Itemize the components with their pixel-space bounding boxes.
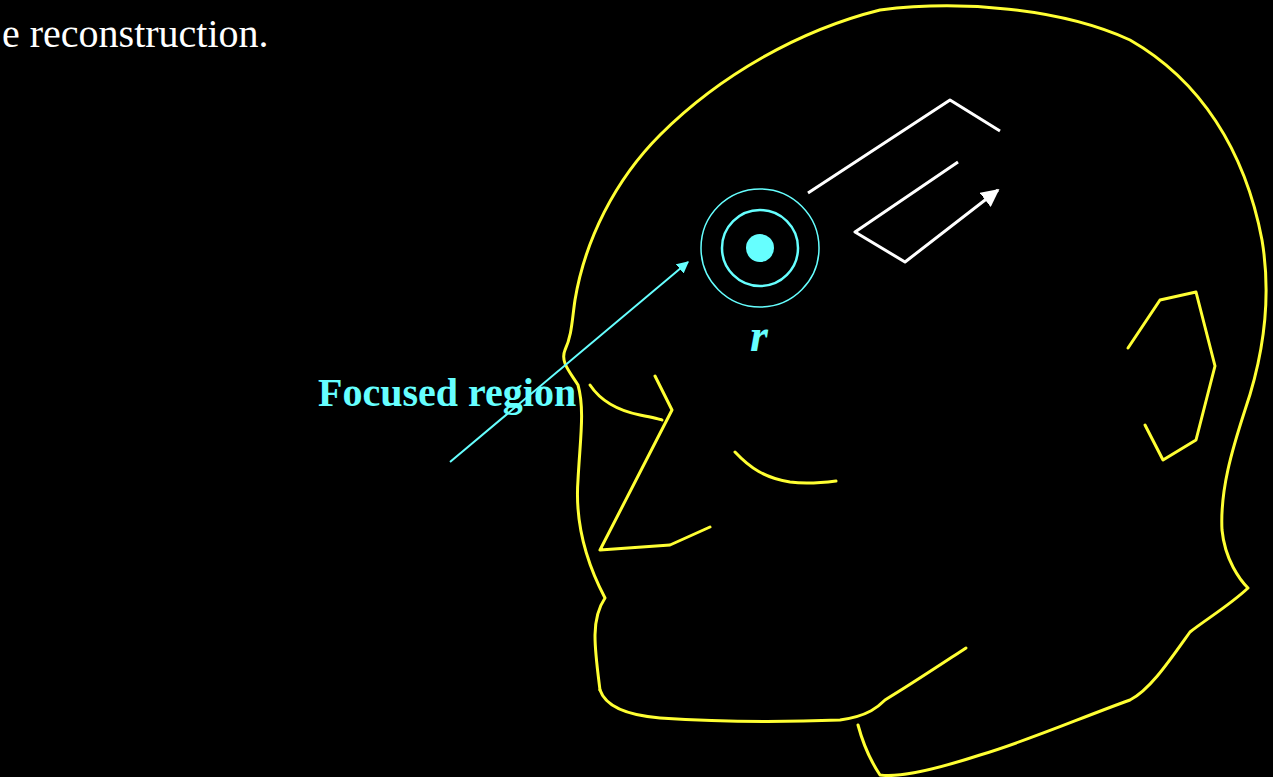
head-outline [564,6,1266,776]
focused-region-symbol [701,189,819,307]
leader-line [450,262,688,462]
region-label: Focused region [318,373,576,413]
position-symbol: r [750,313,768,359]
outer-ring [701,189,819,307]
ear-line [1128,292,1215,460]
caption-fragment: e reconstruction. [2,14,269,54]
coil-arrow [855,162,998,262]
coil-outline [808,100,1000,193]
mouth-line [735,452,836,483]
focus-dot [746,234,774,262]
inner-ring [722,210,798,286]
eyebrow-line [590,385,662,420]
jaw-line [600,648,966,721]
nose-line [600,376,710,550]
